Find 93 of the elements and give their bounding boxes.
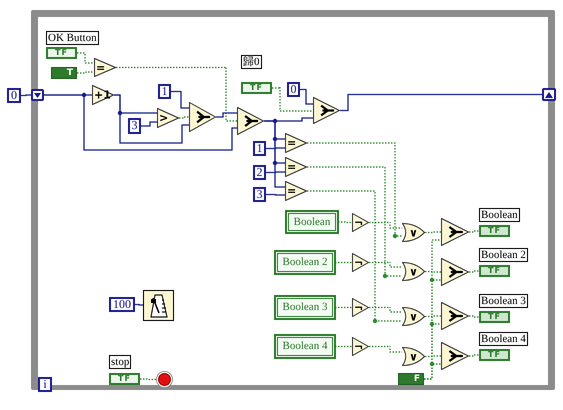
wire bbox=[369, 345, 402, 353]
increment-gate: +1 bbox=[92, 85, 114, 105]
numeric-constant: 1 bbox=[158, 84, 171, 99]
shift-register-terminal bbox=[542, 88, 556, 101]
indicator-label: Boolean 3 bbox=[479, 294, 528, 308]
or-gate: ∨ bbox=[402, 223, 425, 242]
wire bbox=[335, 262, 352, 264]
boolean-indicator-terminal: TF bbox=[479, 225, 510, 237]
wire bbox=[77, 71, 94, 74]
boolean-control-terminal: TF bbox=[46, 47, 77, 59]
wire bbox=[369, 306, 402, 313]
wait-timer-icon bbox=[143, 290, 174, 321]
select-function bbox=[189, 102, 216, 132]
wire bbox=[469, 315, 479, 318]
or-gate: ∨ bbox=[402, 307, 425, 326]
wire bbox=[425, 315, 441, 318]
numeric-constant: 100 bbox=[109, 297, 135, 312]
wire bbox=[340, 94, 542, 112]
not-gate: ¬ bbox=[352, 337, 369, 356]
select-function bbox=[441, 302, 469, 330]
wire bbox=[369, 221, 402, 229]
equal-gate: = bbox=[285, 157, 307, 177]
wire bbox=[307, 166, 402, 277]
wire bbox=[369, 261, 402, 268]
wire bbox=[425, 355, 441, 358]
wire bbox=[171, 90, 189, 109]
equal-gate: = bbox=[285, 181, 307, 201]
boolean-indicator-terminal: TF bbox=[479, 349, 510, 361]
wire bbox=[424, 363, 441, 380]
boolean-control: Boolean 2 bbox=[275, 251, 335, 274]
equal-gate: = bbox=[285, 133, 307, 153]
wire bbox=[335, 346, 352, 348]
stop-terminal bbox=[156, 371, 173, 388]
wire bbox=[179, 116, 189, 119]
select-function bbox=[237, 107, 264, 135]
shift-register-terminal bbox=[31, 89, 44, 101]
numeric-constant: 0 bbox=[7, 88, 21, 103]
not-gate: ¬ bbox=[352, 253, 369, 272]
select-function bbox=[441, 342, 469, 370]
select-function bbox=[313, 97, 340, 124]
numeric-constant: 2 bbox=[253, 165, 266, 180]
wire bbox=[307, 142, 402, 237]
wire bbox=[44, 94, 237, 151]
wire bbox=[425, 231, 441, 234]
select-function bbox=[441, 258, 469, 286]
boolean-control: Boolean 3 bbox=[275, 296, 335, 319]
control-label: 歸0 bbox=[241, 55, 262, 69]
true-constant: T bbox=[51, 67, 77, 79]
wire bbox=[114, 94, 189, 144]
boolean-indicator-terminal: TF bbox=[479, 311, 510, 323]
control-label: OK Button bbox=[46, 31, 99, 45]
boolean-control-terminal: TF bbox=[109, 373, 140, 385]
wire bbox=[116, 66, 237, 122]
wire bbox=[266, 147, 285, 150]
numeric-constant: 3 bbox=[253, 187, 266, 202]
indicator-label: Boolean 4 bbox=[479, 332, 528, 346]
or-gate: ∨ bbox=[402, 347, 425, 366]
boolean-control: Boolean bbox=[286, 211, 338, 233]
false-constant: F bbox=[398, 373, 424, 385]
wire bbox=[141, 121, 157, 127]
greater-gate: > bbox=[157, 108, 179, 128]
not-gate: ¬ bbox=[352, 213, 369, 232]
select-function bbox=[441, 218, 469, 246]
indicator-label: Boolean 2 bbox=[479, 248, 528, 262]
numeric-constant: 0 bbox=[287, 82, 300, 97]
wire bbox=[266, 171, 285, 174]
equal-gate: = bbox=[94, 58, 116, 77]
wire bbox=[77, 52, 94, 64]
boolean-control: Boolean 4 bbox=[275, 335, 335, 358]
boolean-control-terminal: TF bbox=[241, 82, 272, 94]
wire bbox=[300, 88, 313, 105]
wire bbox=[338, 221, 352, 224]
wire bbox=[335, 306, 352, 308]
wire bbox=[272, 86, 313, 112]
indicator-label: Boolean bbox=[479, 208, 520, 222]
control-label: stop bbox=[109, 355, 132, 369]
wire bbox=[469, 270, 479, 273]
not-gate: ¬ bbox=[352, 298, 369, 317]
wire bbox=[266, 194, 285, 196]
wire bbox=[307, 190, 402, 322]
wire bbox=[425, 270, 441, 273]
wire bbox=[140, 378, 156, 380]
wire bbox=[469, 354, 479, 357]
wire bbox=[21, 94, 31, 96]
iteration-terminal: i bbox=[38, 377, 52, 392]
or-gate: ∨ bbox=[402, 262, 425, 281]
wire bbox=[264, 120, 285, 188]
wire bbox=[469, 230, 479, 233]
wire bbox=[216, 112, 237, 118]
boolean-indicator-terminal: TF bbox=[479, 265, 510, 277]
while-loop-frame bbox=[31, 10, 555, 390]
numeric-constant: 1 bbox=[253, 141, 266, 156]
numeric-constant: 3 bbox=[128, 118, 141, 134]
